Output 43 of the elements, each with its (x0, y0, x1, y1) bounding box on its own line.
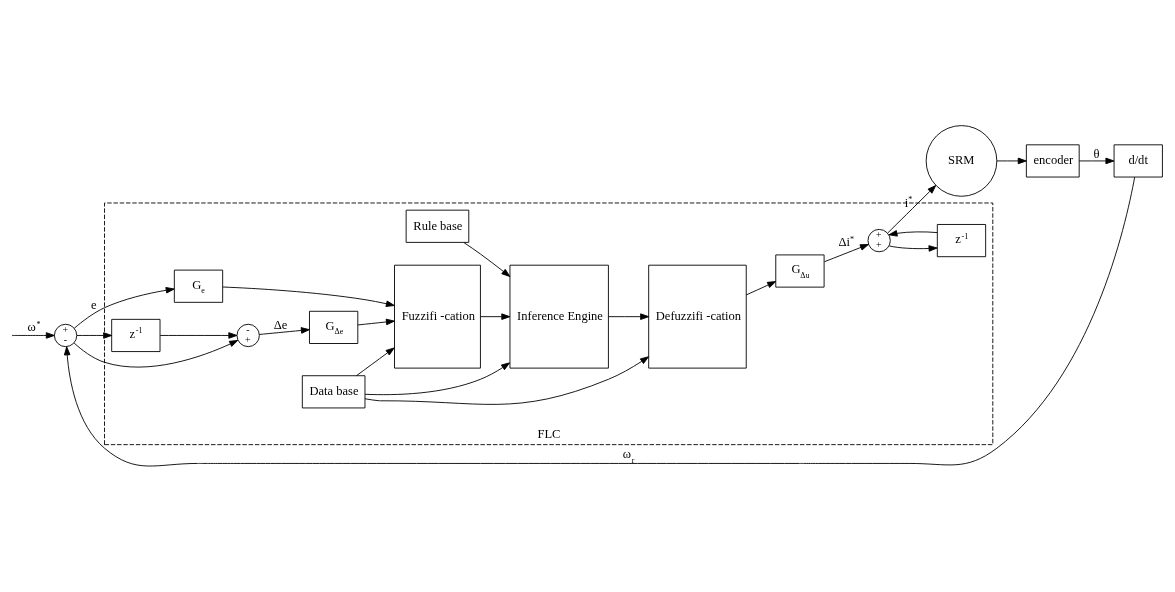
edge-label: ω$^{*}$ (27, 319, 41, 335)
node-box: Fuzzifi -cation (394, 264, 481, 369)
node-box: Rule base (405, 209, 470, 243)
node-box: G$_{e}$ (173, 269, 224, 303)
node-box: G$_{Δe}$ (309, 310, 359, 344)
arrow (1078, 157, 1115, 165)
arrow (222, 286, 395, 307)
edge-label: Δe (273, 318, 288, 333)
arrow (73, 339, 239, 368)
edge-label: Δi$^{*}$ (838, 234, 855, 250)
node-box: Defuzzifi -cation (648, 264, 747, 369)
arrow (480, 313, 511, 320)
edge-label: θ (1093, 146, 1100, 161)
node-circle: + + (867, 228, 891, 253)
arrow (357, 318, 395, 326)
arrow (76, 332, 113, 339)
node-box: z$^{-1}$ (111, 318, 161, 352)
node-box: d/dt (1113, 144, 1163, 178)
arrow (463, 242, 511, 277)
arrow (12, 332, 55, 339)
node-box: Data base (301, 375, 366, 409)
arrow (63, 176, 1136, 467)
node-circle: - + (236, 323, 260, 348)
node-box: G$_{Δu}$ (775, 254, 825, 288)
arrow (608, 313, 650, 320)
arrow (996, 157, 1027, 165)
node-box: z$^{-1}$ (936, 224, 987, 258)
edge-label: ω$_{r}$ (622, 447, 635, 465)
arrow (356, 347, 395, 377)
arrow (888, 230, 938, 237)
node-box: encoder (1025, 144, 1080, 178)
arrow (364, 362, 510, 396)
arrow (73, 287, 175, 329)
arrow (888, 245, 938, 252)
arrow (364, 356, 649, 405)
node-box: Inference Engine (509, 264, 609, 369)
arrow (887, 185, 937, 234)
arrow (824, 244, 869, 263)
edge-label: e (91, 297, 97, 312)
arrow (258, 327, 310, 335)
arrow (159, 332, 238, 339)
node-circle: + - (53, 323, 78, 348)
arrow (745, 281, 777, 296)
